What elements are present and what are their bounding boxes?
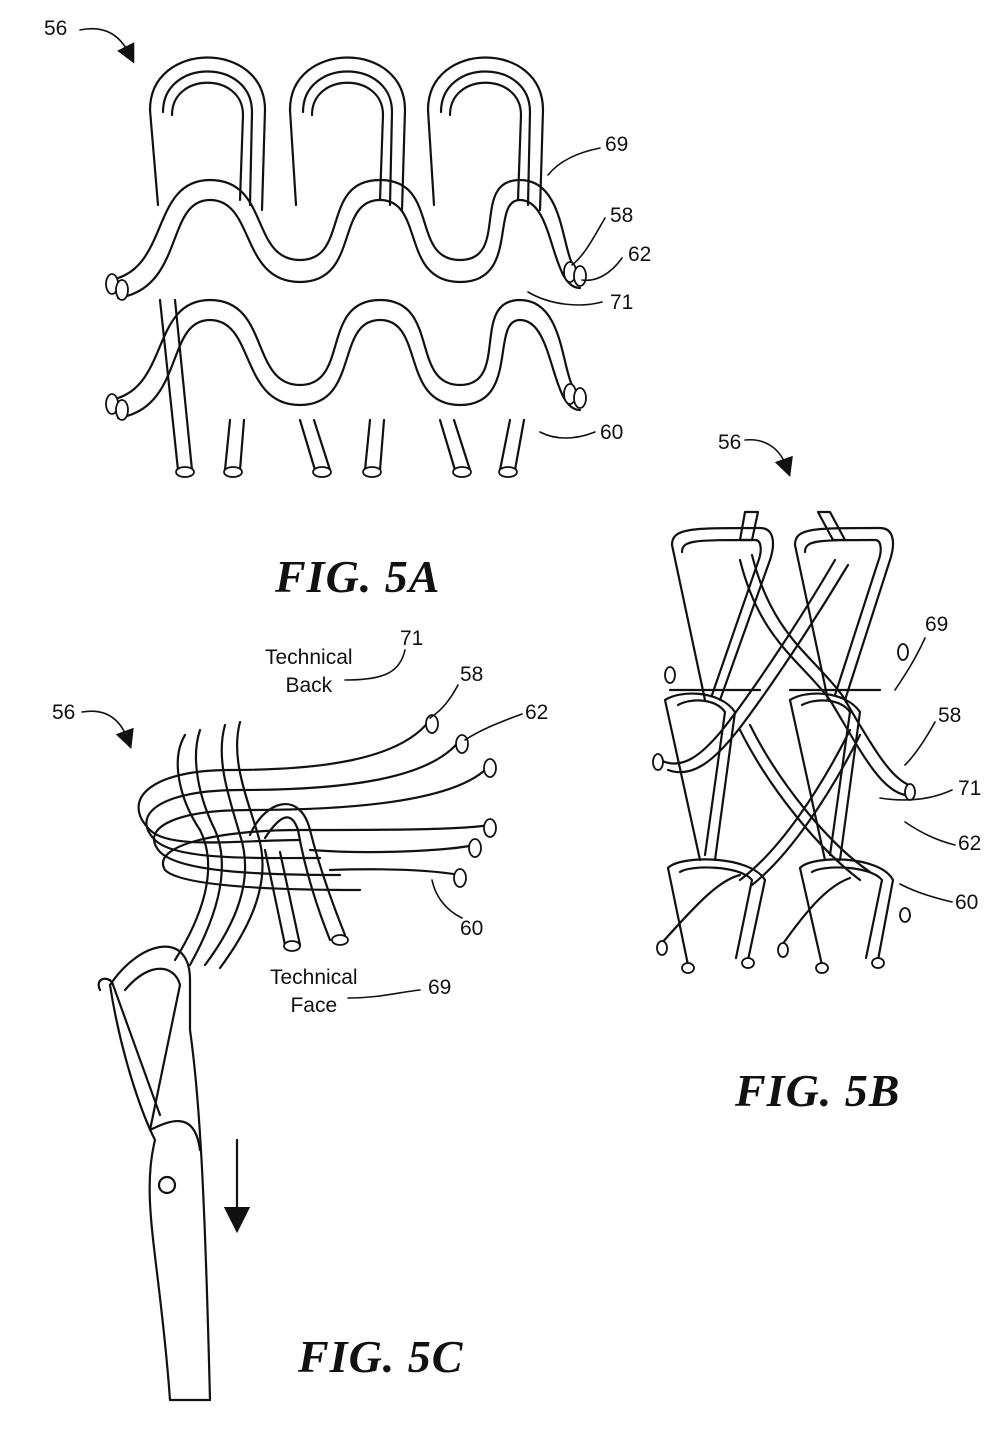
fig5c-label-62: 62 bbox=[525, 701, 549, 724]
fig5c-label-56: 56 bbox=[52, 701, 76, 724]
fig5c-horizontal-yarns bbox=[137, 714, 497, 892]
fig5b-label-56: 56 bbox=[718, 431, 742, 454]
fig5a-label-71: 71 bbox=[610, 291, 634, 314]
fig5c-leader-62 bbox=[464, 713, 523, 741]
fig5b-knit-structure bbox=[652, 439, 956, 974]
fig5a-label-60: 60 bbox=[600, 421, 624, 444]
fig5a-knit-structure bbox=[79, 28, 623, 478]
technical-face-line1: Technical bbox=[270, 966, 358, 989]
fig5a-arrow-56 bbox=[79, 28, 135, 64]
fig5c-vertical-yarns bbox=[173, 720, 349, 970]
fig5a-leader-69 bbox=[547, 147, 601, 176]
fig5b-leader-69 bbox=[894, 637, 926, 691]
fig5a-leader-58 bbox=[571, 217, 606, 266]
technical-face-line2: Face bbox=[290, 994, 338, 1017]
fig5c-needle bbox=[97, 945, 212, 1402]
fig5c-label-60: 60 bbox=[460, 917, 484, 940]
fig5b-leader-60 bbox=[899, 883, 953, 903]
fig5c-caption: FIG. 5C bbox=[298, 1331, 464, 1382]
fig5a-middle-course bbox=[105, 178, 587, 301]
fig5b-leader-58 bbox=[904, 721, 936, 766]
fig5b-label-62: 62 bbox=[958, 832, 982, 855]
fig5c-technical-face: Technical Face bbox=[270, 964, 358, 1020]
fig5b-label-69: 69 bbox=[925, 613, 949, 636]
fig5c-leader-69 bbox=[347, 989, 421, 999]
fig5a-caption: FIG. 5A bbox=[275, 551, 441, 602]
fig5a-label-56: 56 bbox=[44, 17, 68, 40]
fig5c-knit-structure bbox=[81, 649, 523, 1402]
technical-back-line2: Back bbox=[285, 674, 333, 697]
fig5b-middle-loops bbox=[663, 688, 882, 862]
fig5b-label-71: 71 bbox=[958, 777, 982, 800]
fig5c-leader-58 bbox=[429, 684, 459, 719]
fig5c-arrow-56 bbox=[81, 710, 134, 750]
fig5c-technical-back: Technical Back bbox=[265, 644, 353, 700]
fig5a-bottom-legs bbox=[158, 298, 526, 478]
fig5c-leader-60 bbox=[431, 879, 463, 919]
fig5c-label-69: 69 bbox=[428, 976, 452, 999]
fig5b-upper-loops bbox=[670, 510, 895, 702]
technical-back-line1: Technical bbox=[265, 646, 353, 669]
fig5b-label-58: 58 bbox=[938, 704, 962, 727]
fig5c-label-58: 58 bbox=[460, 663, 484, 686]
fig5b-caption: FIG. 5B bbox=[735, 1065, 901, 1116]
fig5a-leader-71 bbox=[527, 291, 603, 306]
fig5a-leader-62 bbox=[581, 257, 623, 282]
fig5b-leader-71 bbox=[879, 789, 953, 801]
fig5a-top-loops bbox=[148, 56, 545, 212]
fig5a-label-58: 58 bbox=[610, 204, 634, 227]
fig5a-label-69: 69 bbox=[605, 133, 629, 156]
fig5b-leader-62 bbox=[904, 821, 956, 846]
fig5b-arrow-56 bbox=[744, 439, 793, 478]
fig5a-lower-course bbox=[105, 298, 587, 421]
fig5b-lower-loops bbox=[656, 858, 911, 974]
fig5b-label-60: 60 bbox=[955, 891, 979, 914]
fig5c-leader-71 bbox=[344, 649, 406, 681]
fig5a-label-62: 62 bbox=[628, 243, 652, 266]
fig5c-label-71: 71 bbox=[400, 627, 424, 650]
fig5a-leader-60 bbox=[539, 431, 596, 439]
